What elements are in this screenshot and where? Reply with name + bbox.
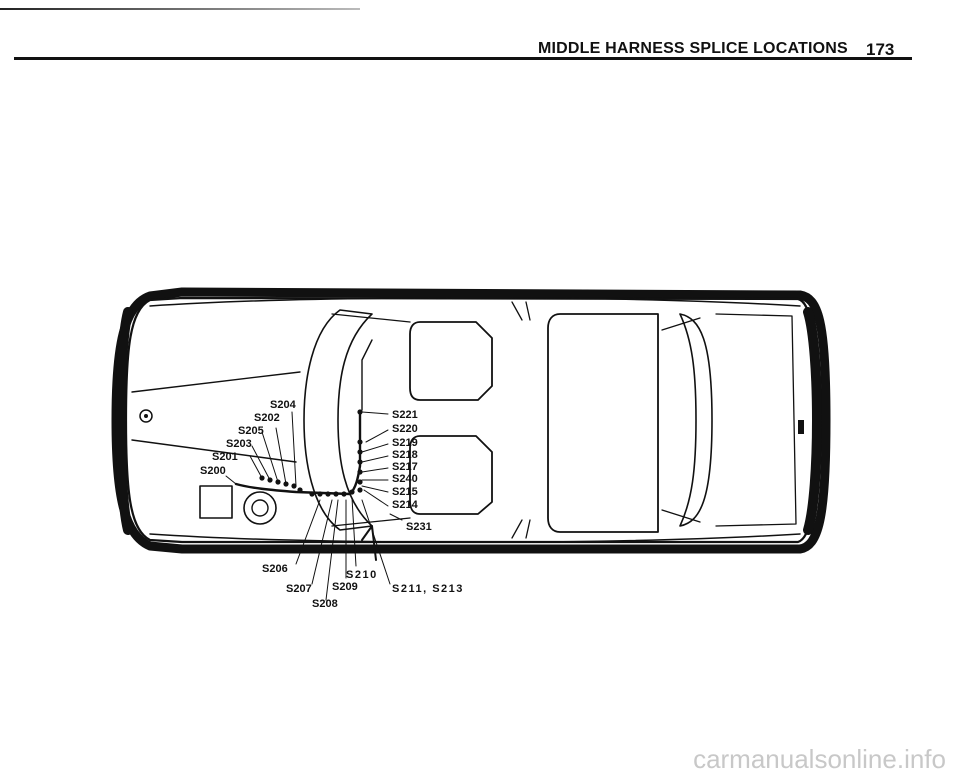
car-body-shadow — [111, 287, 831, 554]
b-pillar-left — [511, 301, 531, 321]
brake-booster-inner — [251, 499, 269, 517]
page-number: 173 — [866, 40, 895, 59]
front-bumper — [115, 307, 133, 535]
fuel-cap-center — [144, 414, 148, 418]
rear-window-line-top — [661, 317, 701, 331]
b-pillar-right — [511, 519, 531, 539]
rear-window — [679, 313, 713, 527]
header-rule — [14, 57, 912, 60]
splice-label-s221: S221 — [392, 409, 418, 421]
leader-lines-left — [225, 411, 297, 487]
splice-label-s208: S208 — [312, 598, 338, 610]
page-title: MIDDLE HARNESS SPLICE LOCATIONS — [538, 40, 848, 57]
leader-lines-bottom — [295, 497, 391, 601]
splice-label-s215: S215 — [392, 486, 418, 498]
hood-line-upper — [131, 371, 301, 393]
splice-label-s218: S218 — [392, 449, 418, 461]
watermark: carmanualsonline.info — [693, 744, 946, 774]
splice-label-s202: S202 — [254, 412, 280, 424]
left-fender-line — [149, 296, 801, 307]
splice-label-s200: S200 — [200, 465, 226, 477]
brake-booster-outer — [243, 491, 277, 525]
splice-label-s204: S204 — [270, 399, 297, 411]
splice-label-s205: S205 — [238, 425, 264, 437]
splice-label-s211-s213: S211, S213 — [392, 583, 464, 595]
splice-label-s201: S201 — [212, 451, 238, 463]
leader-lines-right — [361, 411, 403, 521]
front-seat-right — [409, 435, 493, 515]
splice-label-s217: S217 — [392, 461, 418, 473]
splice-label-s209: S209 — [332, 581, 358, 593]
harness-trunk-up — [361, 339, 373, 411]
splice-label-s231: S231 — [406, 521, 432, 533]
splice-label-s210: S210 — [346, 569, 378, 581]
fuel-cap-icon — [139, 409, 153, 423]
splice-label-s206: S206 — [262, 563, 288, 575]
hood-line-lower — [131, 439, 297, 463]
header-rule-top — [0, 8, 360, 10]
windshield — [303, 309, 373, 531]
splice-dots — [259, 409, 363, 497]
splice-label-s219: S219 — [392, 437, 418, 449]
right-fender-line — [149, 533, 801, 544]
rear-bumper — [803, 307, 822, 535]
splice-label-s240: S240 — [392, 473, 418, 485]
rear-window-line-bottom — [661, 509, 701, 523]
tail-section — [715, 313, 797, 527]
front-seat-left — [409, 321, 493, 401]
battery-box — [199, 485, 233, 519]
rear-marker — [798, 420, 804, 434]
harness-column — [361, 525, 377, 561]
a-pillar-left — [331, 313, 411, 323]
rear-cargo-panel — [547, 313, 659, 533]
a-pillar-right — [331, 517, 411, 527]
splice-label-s203: S203 — [226, 438, 252, 450]
splice-label-s214: S214 — [392, 499, 419, 511]
splice-label-s220: S220 — [392, 423, 418, 435]
splice-label-s207: S207 — [286, 583, 312, 595]
